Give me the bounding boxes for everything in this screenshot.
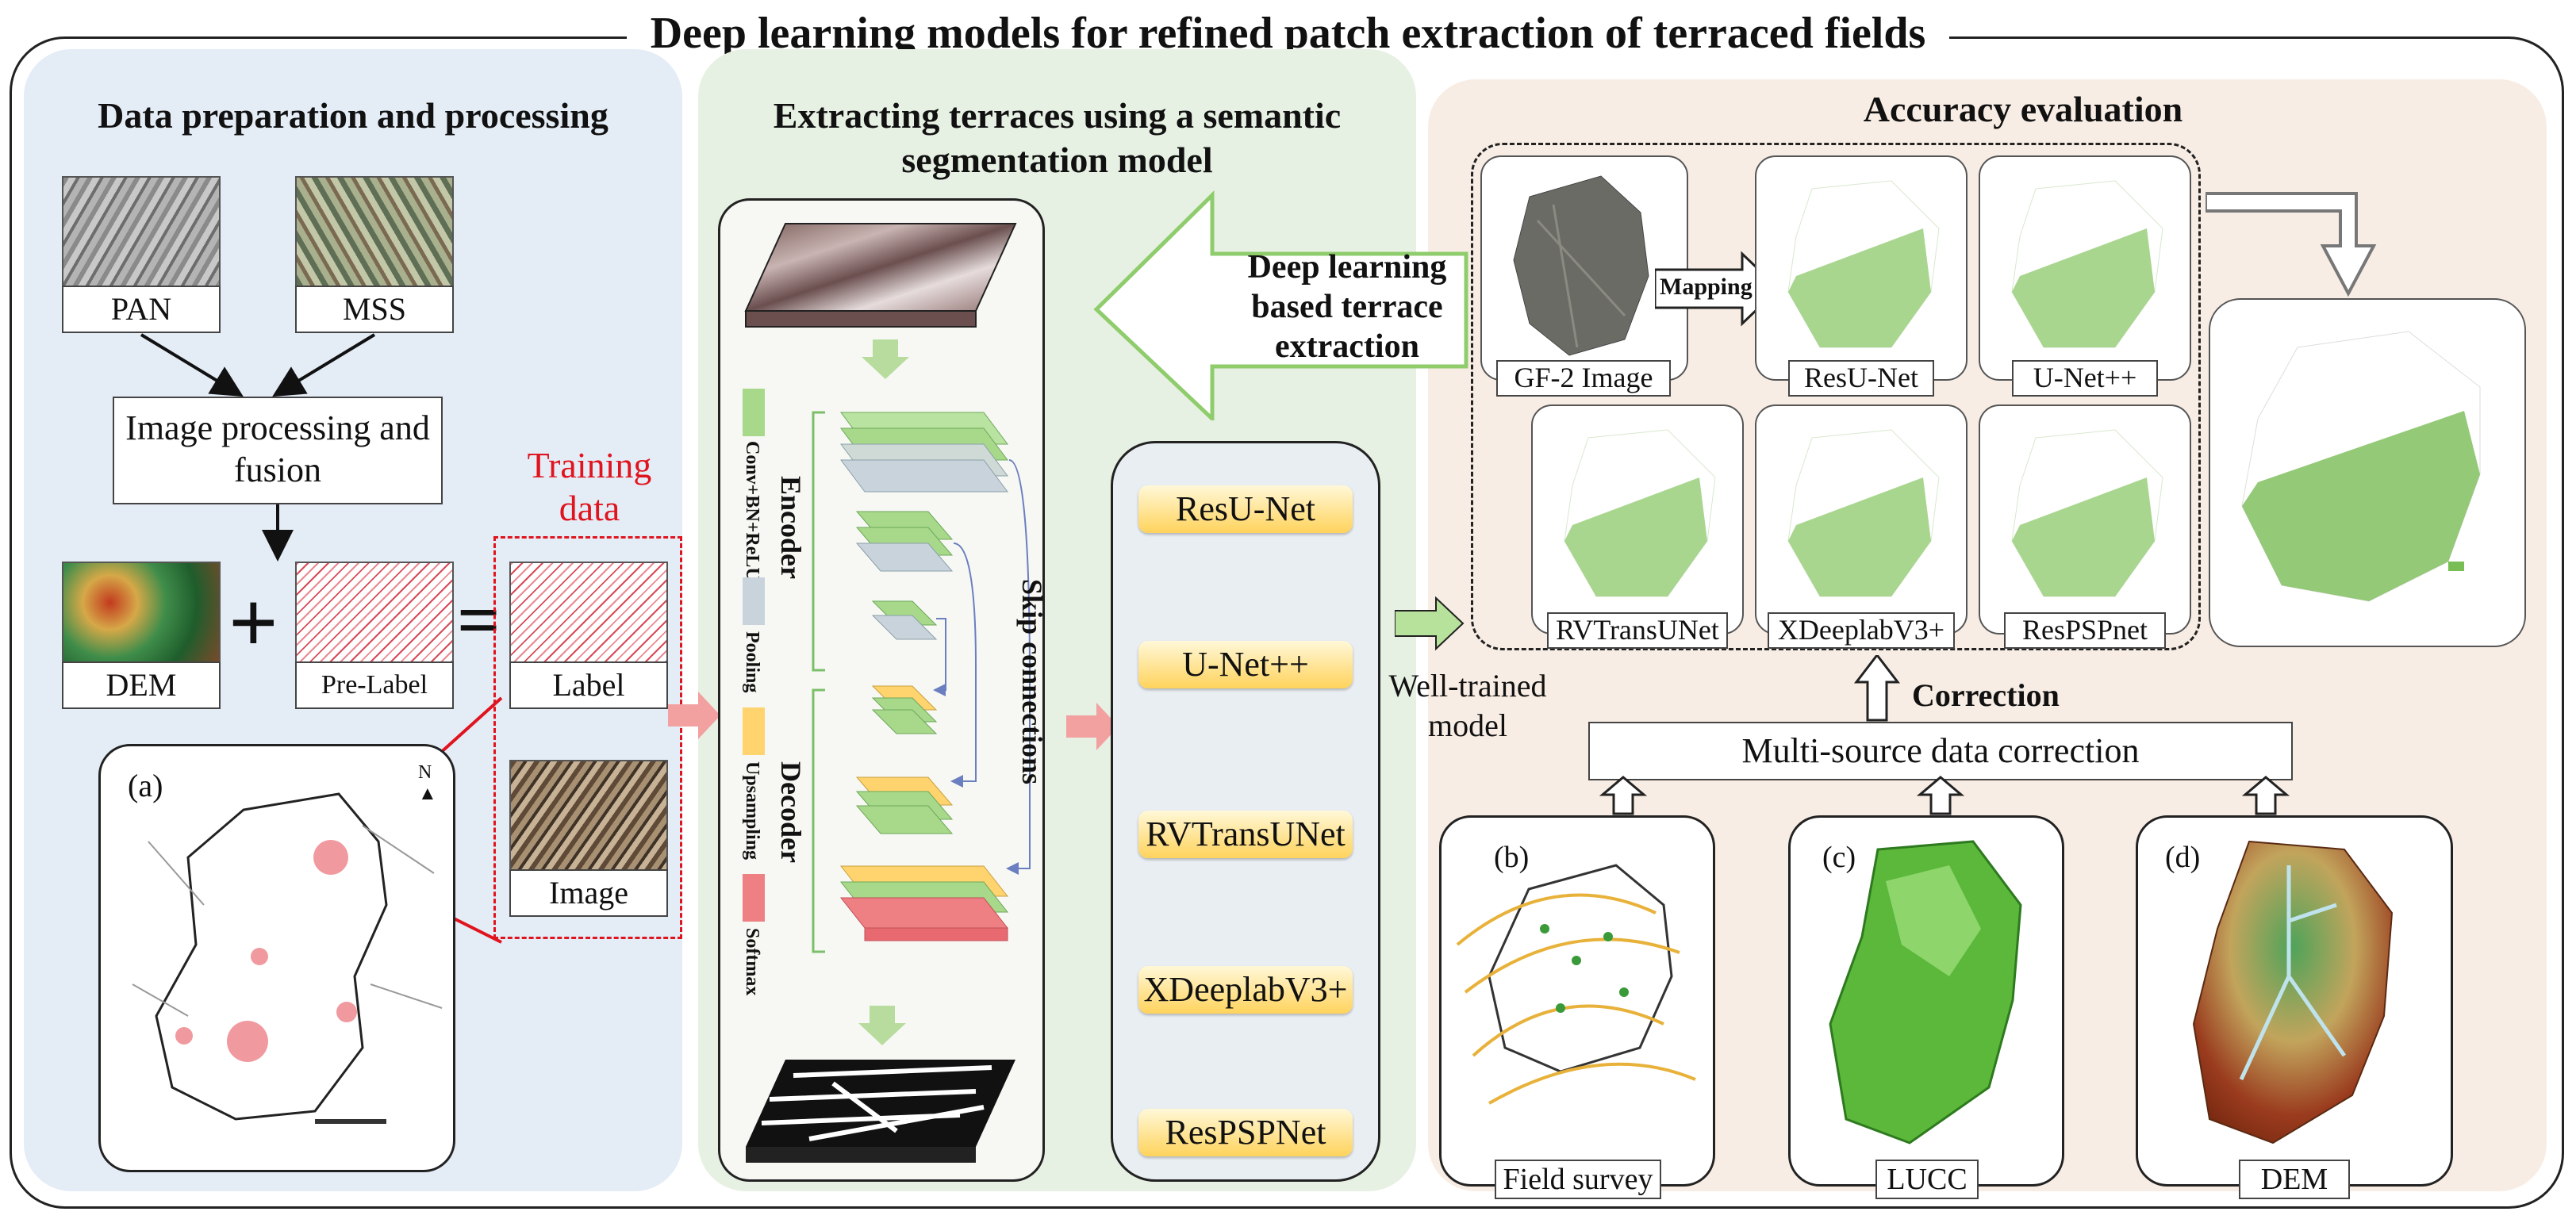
decoder-block-2 [855, 776, 954, 834]
resunet-map-card [1755, 155, 1968, 381]
training-data-title: Training data [527, 445, 652, 528]
resunet-map [1787, 180, 1940, 348]
rvtransunet-caption: RVTransUNet [1547, 612, 1728, 649]
dem-image [62, 562, 221, 663]
arrow-to-models [1066, 703, 1119, 750]
map-a-tag: (a) [128, 768, 163, 803]
well-trained-arrow [1395, 596, 1465, 651]
encoder-label: Encoder [775, 476, 807, 579]
panel2-title: Extracting terraces using a semantic seg… [773, 95, 1342, 180]
panel1-title: Data preparation and processing [98, 95, 608, 136]
legend-pooling-label: Pooling [742, 631, 762, 693]
legend-upsampling-label: Upsampling [742, 761, 762, 861]
rvtransunet-map-card [1531, 404, 1744, 635]
label-caption: Label [509, 661, 668, 709]
up-arrow-icon [2242, 776, 2290, 815]
unetpp-caption: U-Net++ [2012, 360, 2158, 397]
correction-arrow [1853, 655, 1901, 722]
pre-label-image [295, 562, 454, 663]
legend-upsampling-swatch [743, 707, 765, 755]
map-c-tag: (c) [1822, 841, 1856, 874]
gf2-image [1513, 175, 1649, 356]
map-b-tag: (b) [1494, 841, 1530, 874]
correction-label: Correction [1912, 677, 2060, 713]
field-survey-map: (b) [1439, 815, 1715, 1187]
image-tile [509, 760, 668, 871]
legend-conv-label: Conv+BN+ReLU [742, 441, 762, 581]
deep-learning-extraction-arrow [1093, 190, 1468, 420]
mapping-label: Mapping [1660, 274, 1753, 300]
well-trained-label: Well-trained model [1388, 668, 1547, 743]
encoder-decoder-brackets [812, 411, 825, 953]
model-unetpp: U-Net++ [1138, 641, 1353, 688]
field-survey-caption: Field survey [1495, 1160, 1661, 1199]
legend-pooling-swatch [743, 577, 765, 625]
model-resunet: ResU-Net [1138, 485, 1353, 533]
input-image-stack [744, 223, 1017, 328]
mapping-results-box [1471, 143, 2201, 650]
map-d-tag: (d) [2165, 841, 2201, 874]
study-area-map: (a) N▲ [98, 744, 455, 1172]
respspnet-map [2011, 429, 2163, 597]
respspnet-map-card [1979, 404, 2191, 635]
pan-label: PAN [62, 286, 221, 333]
plus-sign: + [228, 574, 278, 671]
equals-sign: = [457, 577, 501, 662]
panel3-title: Accuracy evaluation [1863, 89, 2183, 129]
encoder-block-2 [855, 511, 954, 572]
respspnet-caption: ResPSPnet [2004, 612, 2166, 649]
unetpp-map-card [1979, 155, 2191, 381]
label-image [509, 562, 668, 663]
dem-map: (d) [2136, 815, 2453, 1187]
deep-learning-extraction-text: Deep learning based terrace extraction [1247, 249, 1447, 365]
encoder-block-3 [871, 600, 938, 640]
training-data-box [493, 536, 682, 939]
image-processing-box: Image processing and fusion [113, 397, 443, 504]
encoder-block-1 [840, 412, 1008, 493]
final-terrace-map [2209, 298, 2526, 647]
legend-softmax-swatch [743, 874, 765, 922]
gf2-caption: GF-2 Image [1496, 360, 1671, 397]
resunet-caption: ResU-Net [1788, 360, 1934, 397]
dem-label: DEM [62, 661, 221, 709]
decoder-block-3 [839, 865, 1009, 941]
multi-source-correction-box: Multi-source data correction [1588, 722, 2293, 780]
gf2-map-card [1480, 155, 1688, 381]
xdeeplabv3plus-caption: XDeeplabV3+ [1768, 612, 1955, 649]
skip-connections-label: Skip connections [1016, 579, 1048, 785]
pre-label-label: Pre-Label [295, 661, 454, 709]
model-respspnet: ResPSPNet [1138, 1109, 1353, 1156]
lucc-map: (c) [1788, 815, 2064, 1187]
image-caption: Image [509, 869, 668, 917]
mss-label: MSS [295, 286, 454, 333]
study-area-outline [132, 792, 443, 1124]
xdeeplabv3plus-map-card [1755, 404, 1968, 635]
up-arrow-icon [1599, 776, 1647, 815]
legend-conv-swatch [743, 389, 765, 436]
arrow-down-icon [858, 1006, 906, 1045]
unetpp-map [2011, 180, 2163, 348]
output-mask-stack [746, 1060, 1015, 1163]
legend-softmax-label: Softmax [742, 928, 762, 996]
arrow-down-icon [862, 339, 909, 379]
lucc-caption: LUCC [1875, 1160, 1979, 1199]
north-arrow-icon: N▲ [418, 762, 437, 804]
unet-layers [839, 412, 1031, 941]
arrow-to-final-map [2206, 192, 2377, 297]
model-xdeeplabv3plus: XDeeplabV3+ [1138, 966, 1353, 1014]
arrow-to-segmentation [668, 692, 720, 739]
rvtransunet-map [1564, 429, 1716, 597]
decoder-block-1 [871, 685, 938, 734]
model-rvtransunet: RVTransUNet [1138, 811, 1353, 858]
dem-caption: DEM [2239, 1160, 2350, 1199]
xdeeplabv3plus-map [1787, 429, 1940, 597]
decoder-label: Decoder [775, 761, 807, 863]
up-arrow-icon [1917, 776, 1964, 815]
